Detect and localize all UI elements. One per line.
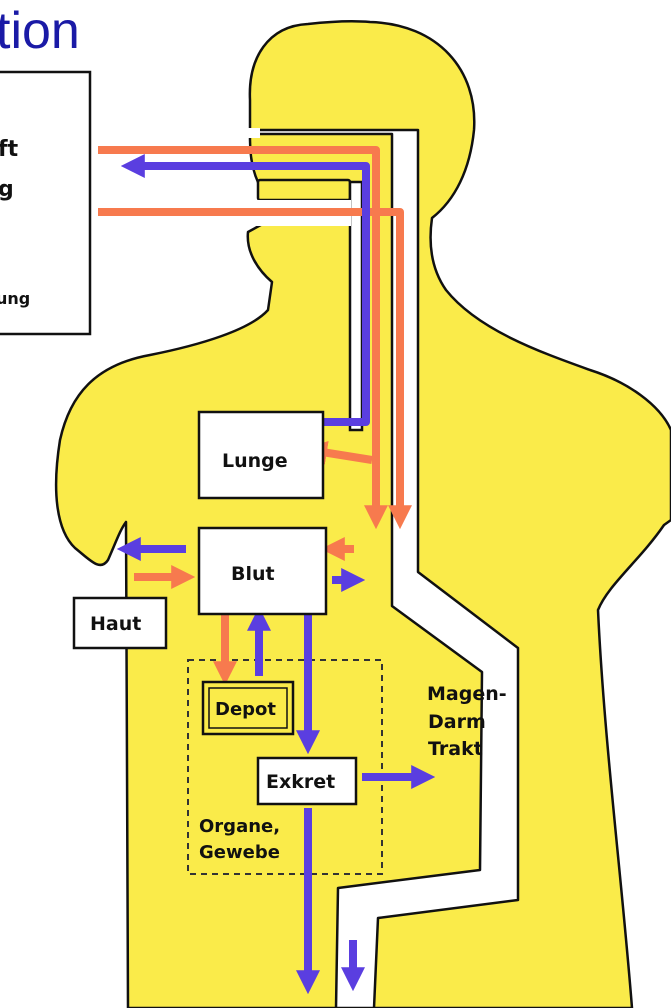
lunge-label: Lunge <box>222 450 288 472</box>
airway-channel <box>350 182 362 430</box>
magen-label: Magen- <box>427 683 507 705</box>
gewebe-label: Gewebe <box>199 842 280 863</box>
exkret-label: Exkret <box>266 771 335 793</box>
depot-box: Depot <box>203 682 293 734</box>
trakt-label: Trakt <box>428 738 483 760</box>
lunge-box: Lunge <box>199 412 323 498</box>
haut-label: Haut <box>90 613 141 635</box>
page-title: tion <box>0 2 80 60</box>
mouth-opening <box>248 128 260 138</box>
darm-label: Darm <box>428 711 486 733</box>
nose-opening <box>258 180 350 200</box>
exkret-box: Exkret <box>258 758 356 804</box>
legend-line-2: g <box>0 177 14 202</box>
depot-label: Depot <box>215 699 276 720</box>
blut-label: Blut <box>231 563 275 585</box>
haut-box: Haut <box>74 598 166 648</box>
organe-label: Organe, <box>199 816 280 837</box>
legend-line-1: ft <box>0 137 19 162</box>
blut-box: Blut <box>199 528 326 614</box>
legend-line-3: ung <box>0 289 30 308</box>
